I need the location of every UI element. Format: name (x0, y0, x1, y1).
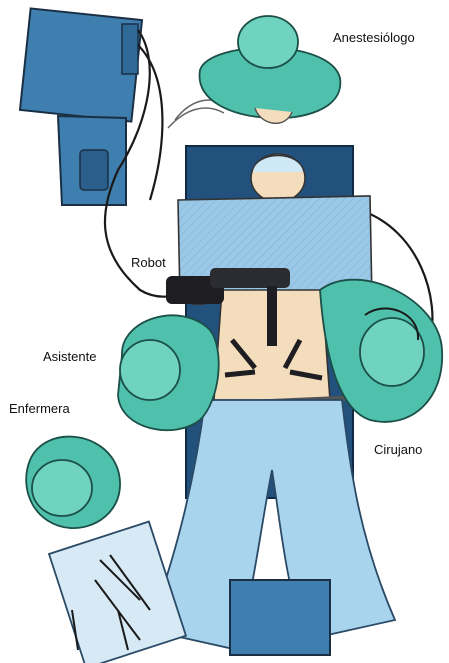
foot-box (230, 580, 330, 655)
label-assistant: Asistente (43, 350, 96, 363)
label-robot: Robot (131, 256, 166, 269)
label-surgeon: Cirujano (374, 443, 422, 456)
label-anesthesiologist: Anestesiólogo (333, 31, 415, 44)
nurse-figure (26, 437, 120, 529)
label-nurse: Enfermera (9, 402, 70, 415)
console-unit (20, 8, 142, 205)
patient-head (251, 154, 305, 202)
assistant-figure (118, 315, 219, 430)
instrument-tray (49, 522, 186, 663)
anesthesiologist-figure (200, 16, 341, 123)
